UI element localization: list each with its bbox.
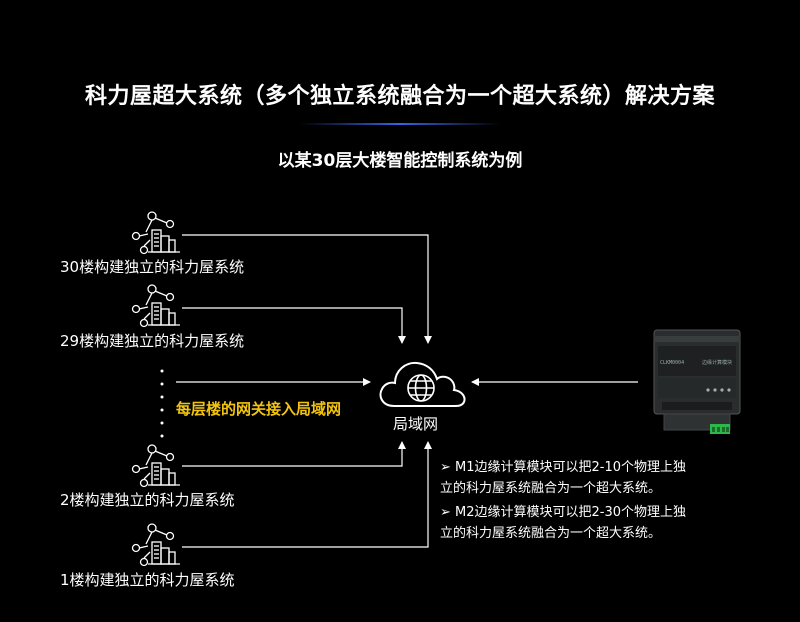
lan-cloud-icon [379, 361, 466, 407]
globe-icon [407, 374, 435, 402]
arrow-bullet-icon: ➢ [440, 505, 451, 520]
floor-1-label: 1楼构建独立的科力屋系统 [60, 571, 235, 589]
gateway-label: 每层楼的网关接入局域网 [176, 400, 342, 418]
arrow-bullet-icon: ➢ [440, 460, 451, 475]
line-floor-30 [182, 234, 432, 344]
note-m2: ➢ M2边缘计算模块可以把2-30个物理上独 立的科力屋系统融合为一个超大系统。 [440, 502, 686, 544]
building-network-icon [131, 444, 180, 488]
title-underline [300, 123, 500, 125]
device-label-text: 边缘计算模块 [702, 359, 732, 366]
note-m2-line2: 立的科力屋系统融合为一个超大系统。 [440, 526, 662, 541]
ellipsis-dots [160, 369, 164, 438]
edge-compute-module-image: CLKM0004 边缘计算模块 [653, 329, 741, 434]
floor-2-label: 2楼构建独立的科力屋系统 [60, 491, 235, 509]
building-network-icon [131, 523, 180, 567]
note-m2-line1: M2边缘计算模块可以把2-30个物理上独 [455, 505, 687, 520]
page-subtitle: 以某30层大楼智能控制系统为例 [277, 151, 523, 171]
floor-29-label: 29楼构建独立的科力屋系统 [60, 332, 245, 350]
building-network-icon [131, 284, 180, 328]
note-m1-line1: M1边缘计算模块可以把2-10个物理上独 [455, 460, 687, 475]
line-floor-1 [182, 441, 432, 548]
note-m1: ➢ M1边缘计算模块可以把2-10个物理上独 立的科力屋系统融合为一个超大系统。 [440, 457, 686, 499]
line-floor-29 [182, 307, 406, 344]
note-m1-line2: 立的科力屋系统融合为一个超大系统。 [440, 481, 662, 496]
lan-label: 局域网 [393, 415, 439, 433]
line-floor-2 [182, 441, 406, 467]
floor-30-label: 30楼构建独立的科力屋系统 [60, 258, 245, 276]
page-title: 科力屋超大系统（多个独立系统融合为一个超大系统）解决方案 [84, 84, 715, 109]
device-model-text: CLKM0004 [660, 360, 684, 366]
building-network-icon [131, 211, 180, 255]
